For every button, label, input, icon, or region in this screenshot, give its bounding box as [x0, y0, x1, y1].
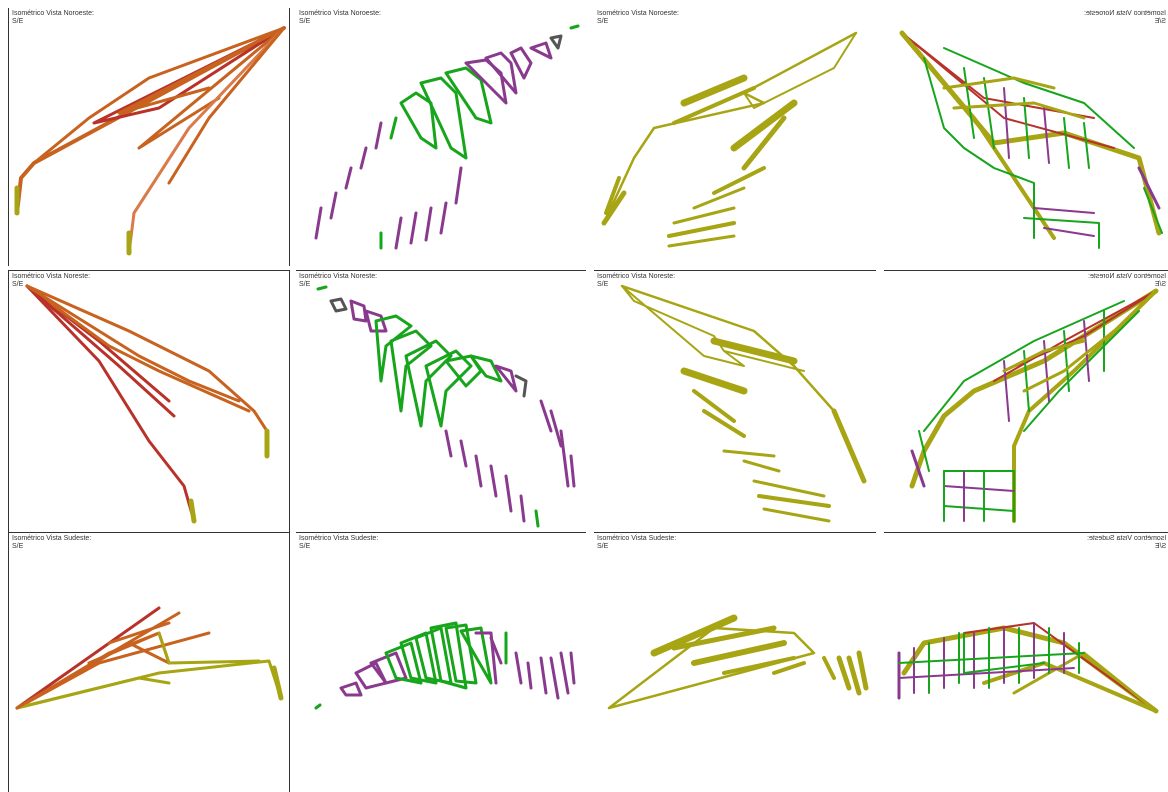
- view-label: Isométrico Vista Sudeste: S/E: [12, 535, 91, 551]
- view-panel-r1c4: Isométrico Vista Noroeste: S/E: [884, 8, 1168, 266]
- view-panel-r3c4: Isométrico Vista Sudeste: S/E: [884, 532, 1168, 792]
- view-title: Isométrico Vista Noreste:: [299, 273, 378, 280]
- view-scale: S/E: [597, 18, 609, 25]
- view-label: Isométrico Vista Noroeste: S/E: [12, 10, 94, 26]
- view-scale: S/E: [597, 281, 609, 288]
- view-title: Isométrico Vista Noroeste:: [597, 10, 679, 17]
- view-title: Isométrico Vista Noroeste:: [12, 10, 94, 17]
- view-title: Isométrico Vista Noreste:: [597, 273, 676, 280]
- view-panel-r1c2: Isométrico Vista Noroeste: S/E: [296, 8, 586, 266]
- structure-drawing: [909, 288, 1159, 523]
- view-label: Isométrico Vista Noroeste: S/E: [299, 10, 381, 26]
- view-title: Isométrico Vista Noreste:: [12, 273, 91, 280]
- structure-drawing: [899, 30, 1163, 249]
- view-scale: S/E: [299, 543, 311, 550]
- view-panel-r3c3: Isométrico Vista Sudeste: S/E: [594, 532, 876, 792]
- view-label: Isométrico Vista Sudeste: S/E: [597, 535, 676, 551]
- view-label: Isométrico Vista Noreste: S/E: [299, 273, 377, 289]
- structure-drawing: [897, 622, 1159, 714]
- view-title: Isométrico Vista Sudeste:: [12, 535, 92, 542]
- view-title: Isométrico Vista Noroeste:: [299, 10, 381, 17]
- structure-drawing: [601, 31, 858, 248]
- view-title: Isométrico Vista Sudeste:: [299, 535, 379, 542]
- view-label: Isométrico Vista Noroeste: S/E: [597, 10, 679, 26]
- view-label: Isométrico Vista Sudeste: S/E: [299, 535, 378, 551]
- view-panel-r2c2: Isométrico Vista Noreste: S/E: [296, 270, 586, 533]
- structure-drawing: [314, 24, 580, 250]
- view-scale: S/E: [12, 281, 24, 288]
- view-label: Isométrico Vista Noreste: S/E: [597, 273, 675, 289]
- view-panel-r3c2: Isométrico Vista Sudeste: S/E: [296, 532, 586, 792]
- view-panel-r1c3: Isométrico Vista Noroeste: S/E: [594, 8, 876, 266]
- structure-drawing: [316, 285, 576, 528]
- view-title: Isométrico Vista Sudeste:: [597, 535, 677, 542]
- view-panel-r1c1: Isométrico Vista Noroeste: S/E: [8, 8, 290, 266]
- view-panel-r2c4: Isométrico Vista Noreste: S/E: [884, 270, 1168, 533]
- structure-drawing: [314, 621, 576, 710]
- structure-drawing: [15, 606, 284, 710]
- structure-drawing: [607, 614, 869, 710]
- view-label: Isométrico Vista Noreste: S/E: [12, 273, 90, 289]
- view-scale: S/E: [12, 543, 24, 550]
- structure-drawing: [14, 26, 286, 256]
- structure-drawing: [620, 284, 867, 523]
- structure-drawing: [25, 284, 270, 524]
- view-scale: S/E: [299, 281, 311, 288]
- view-panel-r2c1: Isométrico Vista Noreste: S/E: [8, 270, 290, 533]
- view-scale: S/E: [299, 18, 311, 25]
- view-panel-r3c1: Isométrico Vista Sudeste: S/E: [8, 532, 290, 792]
- view-scale: S/E: [597, 543, 609, 550]
- view-scale: S/E: [12, 18, 24, 25]
- view-panel-r2c3: Isométrico Vista Noreste: S/E: [594, 270, 876, 533]
